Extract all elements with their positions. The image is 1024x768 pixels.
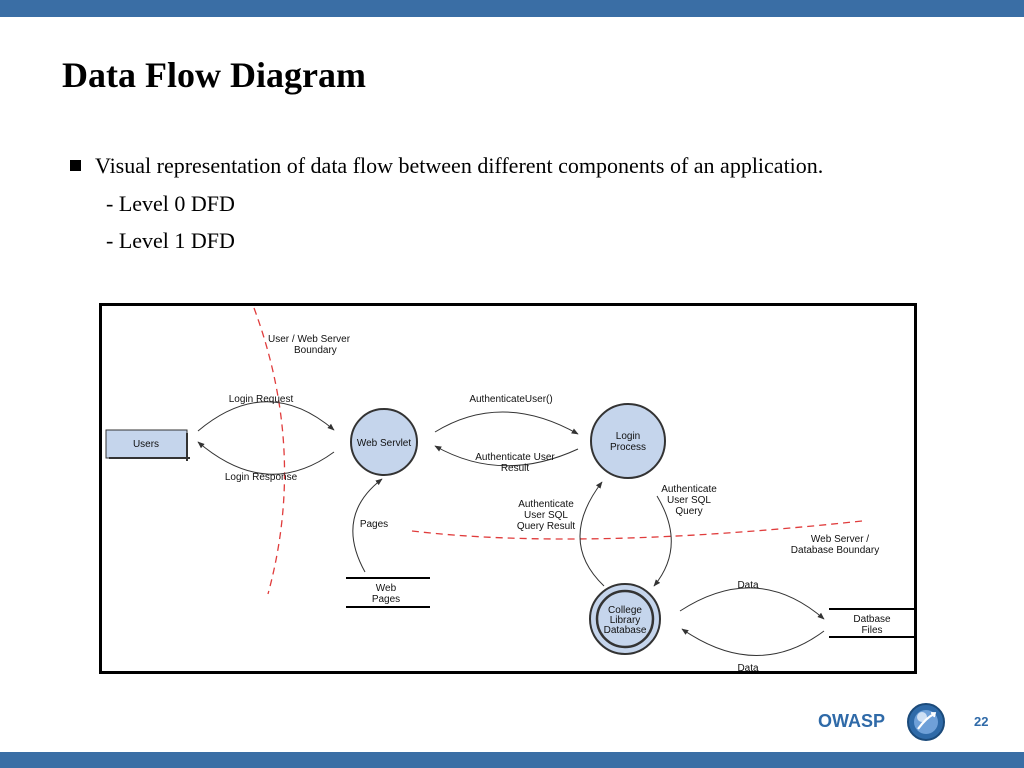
user-web-boundary-label: User / Web Server (268, 334, 351, 345)
users-entity: Users (105, 429, 190, 461)
top-bar (0, 0, 1024, 17)
login-process-label: Login (616, 431, 640, 442)
bullet-item: Visual representation of data flow betwe… (70, 153, 823, 179)
login-response-flow (197, 441, 335, 475)
data-out-flow (679, 587, 825, 620)
data-flow-diagram: User / Web Server Boundary Web Server / … (99, 303, 917, 674)
web-pages-store: Web Pages (346, 577, 430, 608)
sub-item-level-0: - Level 0 DFD (106, 191, 235, 216)
college-library-database: College Library Database (589, 583, 661, 655)
database-label: College (608, 605, 642, 616)
login-process: Login Process (590, 403, 666, 479)
auth-sql-query-label: Query (675, 506, 702, 517)
bullet-square-icon (70, 160, 81, 171)
bottom-bar (0, 752, 1024, 768)
pages-flow (352, 478, 383, 573)
database-label: Library (610, 615, 641, 626)
auth-sql-query-result-label: Authenticate (518, 499, 574, 510)
login-request-label: Login Request (229, 394, 294, 405)
web-pages-label: Web (376, 583, 397, 594)
users-label: Users (133, 439, 159, 450)
database-files-label: Files (861, 625, 882, 636)
auth-sql-query-result-flow (579, 481, 605, 587)
data-in-flow (681, 628, 825, 656)
login-response-label: Login Response (225, 472, 298, 483)
authenticate-user-result-label: Authenticate User (475, 452, 555, 463)
user-web-boundary-line (253, 307, 286, 595)
auth-sql-query-result-label: Query Result (517, 521, 576, 532)
pages-label: Pages (360, 519, 388, 530)
web-db-boundary-label: Web Server / (811, 534, 869, 545)
login-process-label: Process (610, 442, 646, 453)
diagram-canvas: User / Web Server Boundary Web Server / … (105, 307, 914, 671)
database-label: Database (604, 625, 647, 636)
authenticate-user-result-label: Result (501, 463, 530, 474)
bullet-text: Visual representation of data flow betwe… (95, 153, 824, 178)
auth-sql-query-label: User SQL (667, 495, 711, 506)
web-db-boundary-line (411, 520, 863, 540)
authenticate-user-result-flow (434, 445, 579, 467)
owasp-brand-text: OWASP (818, 711, 886, 731)
authenticate-user-call-flow (434, 411, 579, 435)
database-files-store: Datbase Files (829, 608, 914, 638)
owasp-logo-icon (907, 703, 945, 741)
web-servlet-process: Web Servlet (350, 408, 418, 476)
slide-title: Data Flow Diagram (62, 55, 366, 95)
database-files-label: Datbase (853, 614, 891, 625)
web-pages-label: Pages (372, 594, 400, 605)
user-web-boundary-label: Boundary (294, 345, 337, 356)
web-servlet-label: Web Servlet (357, 438, 412, 449)
auth-sql-query-flow (653, 495, 672, 587)
sub-item-level-1: - Level 1 DFD (106, 228, 235, 253)
auth-sql-query-result-label: User SQL (524, 510, 568, 521)
authenticate-user-call-label: AuthenticateUser() (469, 394, 552, 405)
auth-sql-query-label: Authenticate (661, 484, 717, 495)
login-request-flow (197, 401, 335, 432)
data-in-label: Data (737, 663, 759, 671)
data-out-label: Data (737, 580, 759, 591)
web-db-boundary-label: Database Boundary (791, 545, 879, 556)
page-number: 22 (974, 714, 989, 729)
